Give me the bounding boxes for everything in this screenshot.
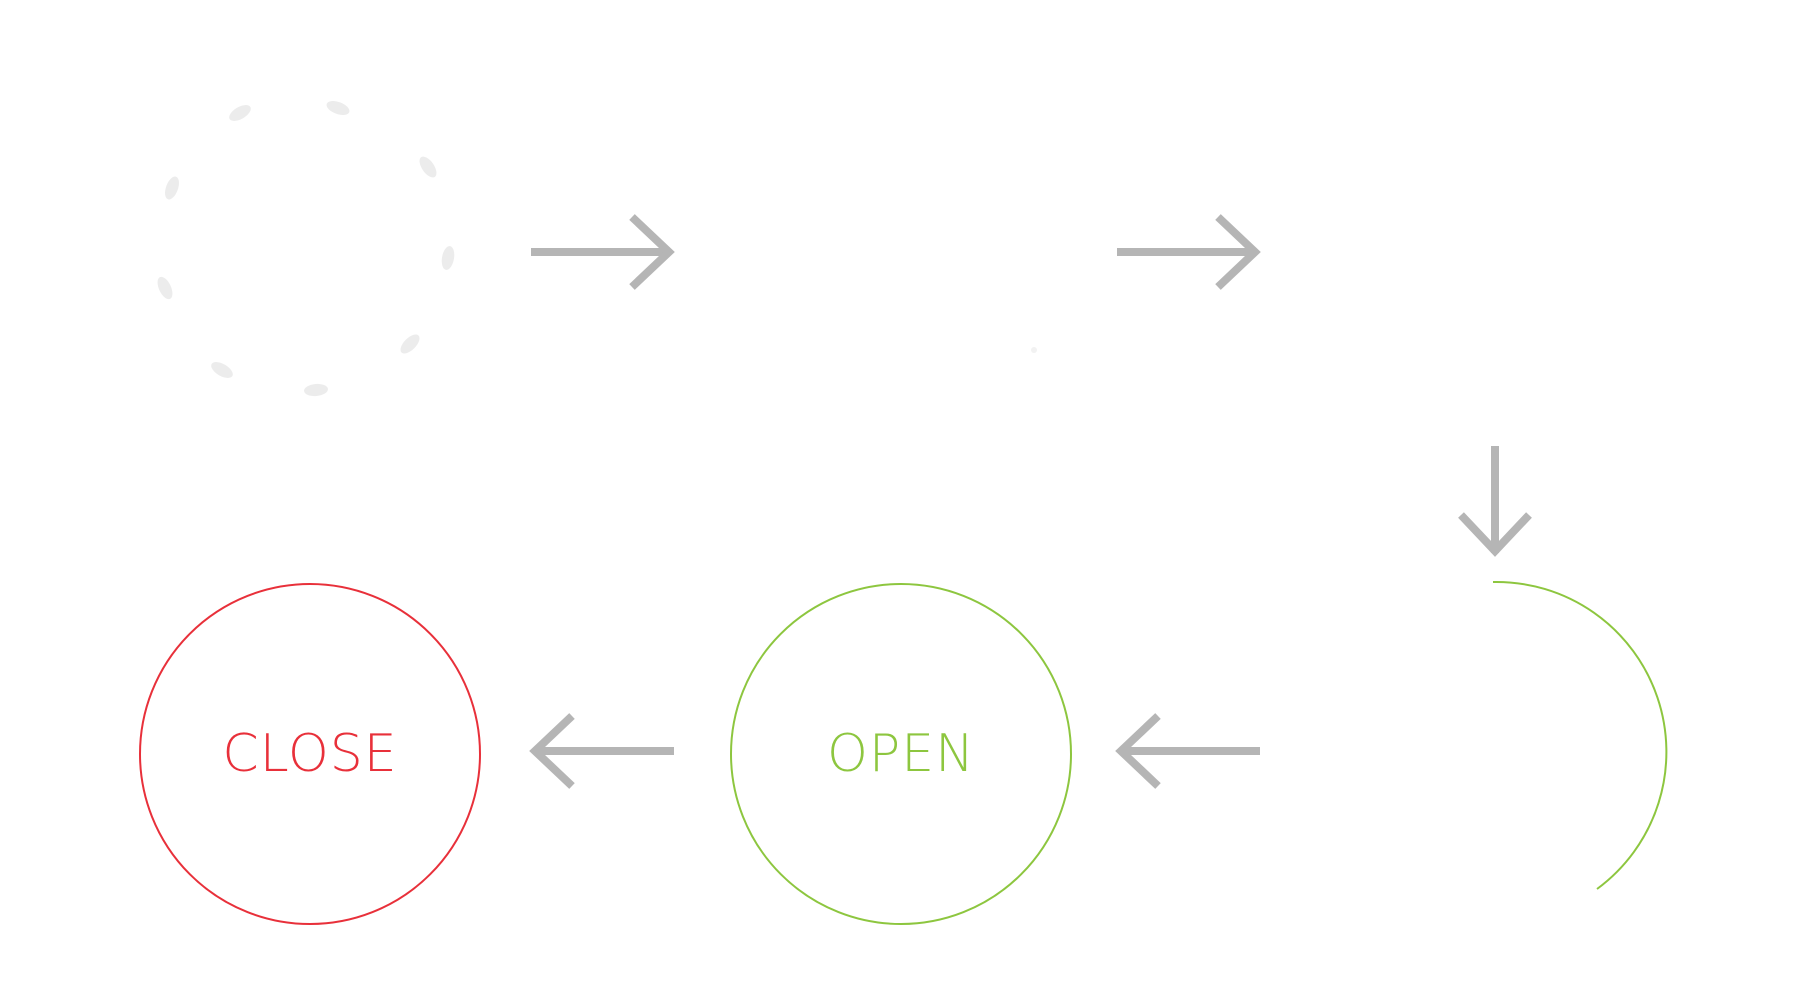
- arrow-left-icon: [1115, 713, 1260, 789]
- open-state: OPEN: [730, 583, 1072, 925]
- close-state-label: CLOSE: [222, 724, 397, 784]
- arrow-left-icon: [529, 713, 674, 789]
- arrow-right-icon: [1117, 214, 1261, 290]
- blank-state-dot: [1031, 347, 1037, 353]
- open-state-label: OPEN: [827, 724, 975, 784]
- close-state-circle: [139, 583, 481, 925]
- open-state-circle: [730, 583, 1072, 925]
- opening-progress-arc: [1492, 580, 1668, 890]
- close-state: CLOSE: [139, 583, 481, 925]
- arrow-right-icon: [531, 214, 675, 290]
- arrow-down-icon: [1458, 446, 1532, 557]
- loading-spinner-icon: [157, 101, 455, 397]
